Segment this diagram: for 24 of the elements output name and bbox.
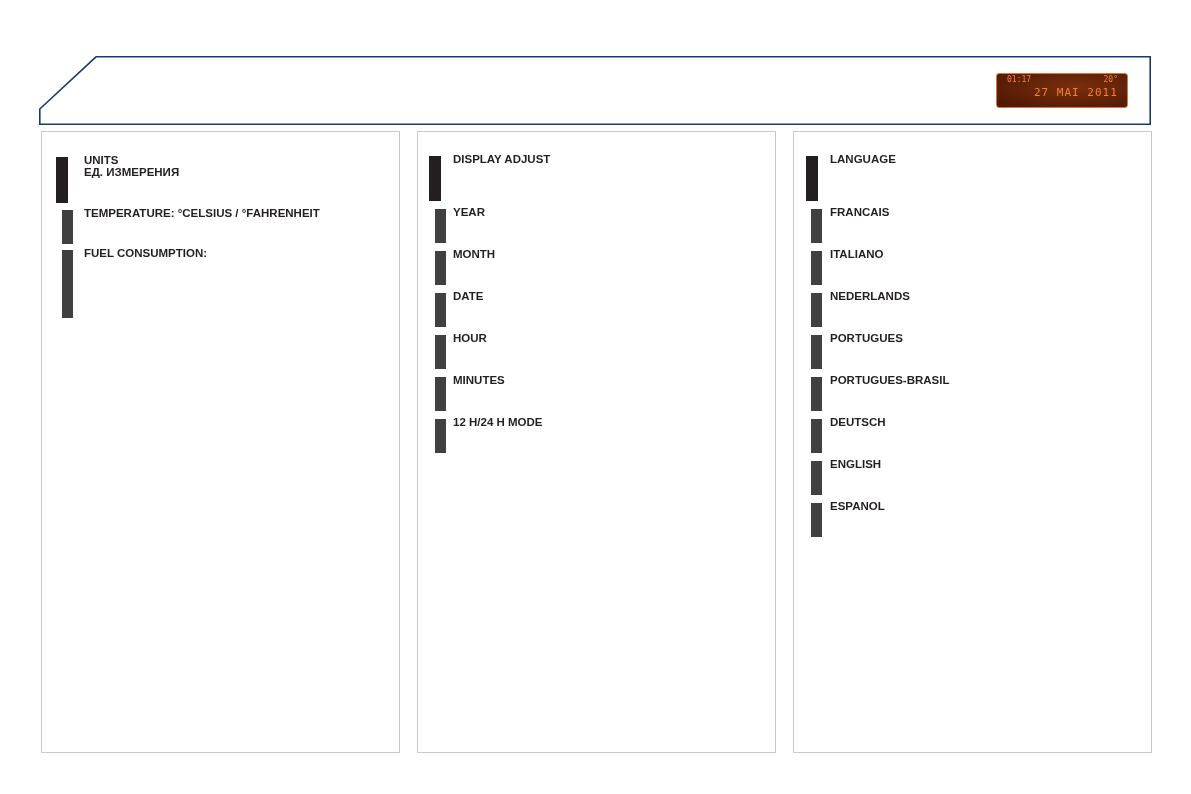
menu-option: PORTUGUES-BRASIL	[830, 374, 950, 386]
display-time: 01:17	[1007, 76, 1032, 84]
lcd-display	[996, 73, 1128, 108]
menu-option: ENGLISH	[830, 458, 882, 470]
menu-option: FRANCAIS	[830, 206, 890, 218]
menu-heading: LANGUAGE	[830, 153, 896, 165]
menu-option: FUEL CONSUMPTION:	[84, 247, 208, 259]
menu-option: 12 H/24 H MODE	[453, 416, 543, 428]
menu-option: ESPANOL	[830, 500, 885, 512]
menu-option: YEAR	[453, 206, 485, 218]
menu-option: PORTUGUES	[830, 332, 903, 344]
display-date: 27 MAI 2011	[1034, 87, 1118, 98]
menu-option: DEUTSCH	[830, 416, 886, 428]
menu-option: HOUR	[453, 332, 487, 344]
menu-option: MONTH	[453, 248, 496, 260]
menu-option: DATE	[453, 290, 484, 302]
menu-heading: ЕД. ИЗМЕРЕНИЯ	[84, 166, 180, 178]
menu-heading: DISPLAY ADJUST	[453, 153, 551, 165]
menu-option: MINUTES	[453, 374, 505, 386]
menu-heading: UNITS	[84, 154, 120, 166]
display-temperature: 20°	[1103, 76, 1118, 84]
menu-option: TEMPERATURE: °CELSIUS / °FAHRENHEIT	[84, 207, 320, 219]
menu-option: NEDERLANDS	[830, 290, 910, 302]
menu-option: ITALIANO	[830, 248, 884, 260]
